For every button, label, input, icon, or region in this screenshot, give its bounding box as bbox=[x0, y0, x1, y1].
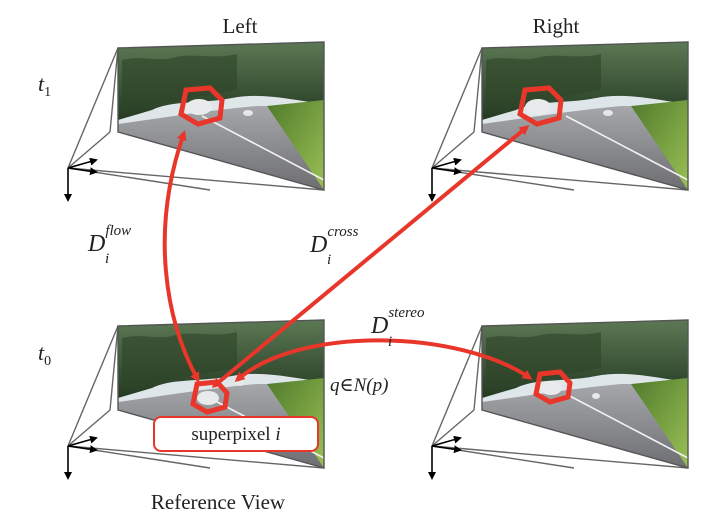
column-label-left: Left bbox=[223, 14, 258, 38]
superpixel-box: superpixel i bbox=[153, 416, 319, 452]
superpixel-label: superpixel i bbox=[191, 424, 280, 445]
distant-car bbox=[603, 110, 613, 116]
flow-label: Dflow bbox=[87, 223, 131, 257]
cross-arrow bbox=[211, 125, 530, 388]
car-highlight-right-t1 bbox=[517, 85, 564, 127]
flow-label-sub: i bbox=[105, 251, 109, 267]
distant-car bbox=[243, 110, 253, 116]
reference-view-caption: Reference View bbox=[151, 490, 286, 514]
car-highlight-right-t0 bbox=[533, 369, 573, 405]
distant-car bbox=[236, 380, 244, 386]
camera-view-right-t1 bbox=[432, 40, 692, 200]
cross-label: Dcross bbox=[309, 224, 359, 258]
stereo-arrow bbox=[234, 338, 533, 382]
flow-arrow bbox=[162, 130, 200, 383]
car-highlight-left-t1 bbox=[178, 85, 225, 127]
neighborhood-label: q∈N(p) bbox=[330, 375, 388, 396]
cross-label-sub: i bbox=[327, 252, 331, 268]
camera-view-left-t1 bbox=[68, 40, 328, 200]
distant-car bbox=[592, 393, 600, 399]
stereo-label-sub: i bbox=[388, 334, 392, 350]
time-label-t1: t1 bbox=[38, 71, 51, 100]
column-label-right: Right bbox=[533, 14, 580, 38]
time-label-t0: t0 bbox=[38, 340, 51, 369]
stereo-label: Dstereo bbox=[370, 305, 425, 339]
